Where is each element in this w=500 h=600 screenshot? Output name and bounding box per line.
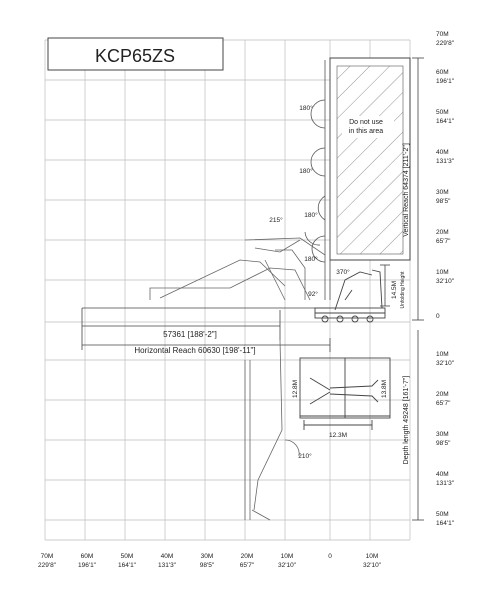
boom-envelope — [304, 60, 331, 300]
y-axis-tick-label-ft: 32'10" — [436, 360, 455, 367]
y-axis-tick-label: 40M — [436, 149, 449, 156]
y-axis-tick-label-ft: 164'1" — [436, 118, 455, 125]
x-axis-tick-label: 50M — [121, 553, 134, 560]
depth-length-label: Depth length 49248 [161'-7"] — [403, 376, 410, 465]
y-axis-tick-label: 0 — [436, 313, 440, 320]
y-axis-tick-label: 70M — [436, 31, 449, 38]
y-axis-tick-label-ft: 164'1" — [436, 520, 455, 527]
y-axis-tick-label: 50M — [436, 511, 449, 518]
y-axis-tick-label-ft: 196'1" — [436, 78, 455, 85]
unfolding-height-label: Unfolding Height — [400, 271, 406, 309]
x-axis-tick-label-ft: 164'1" — [118, 562, 137, 569]
angle-label-4: 180° — [304, 211, 318, 219]
outrigger-rear-label: 13.8M — [381, 380, 388, 398]
notice-line-2: in this area — [349, 128, 383, 135]
x-axis-tick-label: 0 — [328, 553, 332, 560]
reach-57361-dimension — [82, 310, 281, 340]
depth-boom — [244, 339, 300, 521]
x-axis-tick-label: 20M — [241, 553, 254, 560]
angle-label-8: 210° — [298, 452, 312, 460]
notice-line-1: Do not use — [349, 119, 383, 126]
y-axis-tick-label: 30M — [436, 189, 449, 196]
y-axis-labels: 70M 229'8" 60M 196'1" 50M 164'1" 40M 131'3" 30M 9… — [436, 31, 455, 527]
x-axis-tick-label-ft: 32'10" — [278, 562, 297, 569]
y-axis-tick-label-ft: 32'10" — [436, 278, 455, 285]
x-axis-tick-label-ft: 131'3" — [158, 562, 177, 569]
pump-truck — [314, 269, 386, 323]
x-axis-tick-label-ft: 196'1" — [78, 562, 97, 569]
x-axis-tick-label: 70M — [41, 553, 54, 560]
x-axis-labels: 70M 229'8" 60M 196'1" 50M 164'1" 40M 131'3" 30M 9… — [38, 553, 382, 569]
angle-label-7: 92° — [308, 290, 318, 298]
y-axis-tick-label-ft: 65'7" — [436, 238, 451, 245]
y-axis-tick-label-ft: 229'8" — [436, 40, 455, 47]
x-axis-tick-label: 30M — [201, 553, 214, 560]
y-axis-tick-label-ft: 65'7" — [436, 400, 451, 407]
y-axis-tick-label: 20M — [436, 391, 449, 398]
vertical-reach-label: Vertical Reach 64374 [211'-2"] — [403, 143, 410, 237]
y-axis-tick-label: 40M — [436, 471, 449, 478]
y-axis-tick-label: 30M — [436, 431, 449, 438]
x-axis-tick-label: 10M — [281, 553, 294, 560]
vertical-reach-dimension — [412, 57, 424, 321]
x-axis-tick-label: 10M — [366, 553, 379, 560]
outrigger-width-label: 12.3M — [329, 432, 347, 439]
outrigger-front-label: 12.8M — [292, 380, 299, 398]
y-axis-tick-label-ft: 98'5" — [436, 440, 451, 447]
restricted-zone-hatch — [336, 65, 404, 255]
folded-boom — [149, 237, 326, 301]
x-axis-tick-label: 60M — [81, 553, 94, 560]
depth-length-dimension — [412, 330, 424, 521]
x-axis-tick-label-ft: 229'8" — [38, 562, 57, 569]
y-axis-tick-label: 10M — [436, 351, 449, 358]
x-axis-tick-label-ft: 32'10" — [363, 562, 382, 569]
unfolding-height-dimension — [380, 264, 390, 307]
x-axis-tick-label-ft: 98'5" — [200, 562, 215, 569]
model-title: KCP65ZS — [95, 46, 175, 66]
reach-57361-label: 57361 [188'-2"] — [163, 330, 217, 339]
angle-label-2: 180° — [299, 167, 313, 175]
y-axis-tick-label-ft: 131'3" — [436, 480, 455, 487]
angle-label-3: 215° — [269, 216, 283, 224]
y-axis-tick-label-ft: 98'5" — [436, 198, 451, 205]
x-axis-tick-label: 40M — [161, 553, 174, 560]
y-axis-tick-label: 60M — [436, 69, 449, 76]
horizontal-reach-label: Horizontal Reach 60630 [198'-11"] — [134, 346, 255, 355]
angle-label-6: 370° — [336, 268, 350, 276]
angle-label-5: 180° — [304, 255, 318, 263]
outrigger-plan — [299, 357, 391, 430]
y-axis-tick-label: 50M — [436, 109, 449, 116]
x-axis-tick-label-ft: 65'7" — [240, 562, 255, 569]
title-box — [47, 37, 224, 71]
y-axis-tick-label-ft: 131'3" — [436, 158, 455, 165]
y-axis-tick-label: 10M — [436, 269, 449, 276]
y-axis-tick-label: 20M — [436, 229, 449, 236]
unfolding-height-value: 14.5M — [391, 281, 398, 299]
angle-label-1: 180° — [299, 104, 313, 112]
horizontal-reach-dimension — [82, 338, 331, 352]
